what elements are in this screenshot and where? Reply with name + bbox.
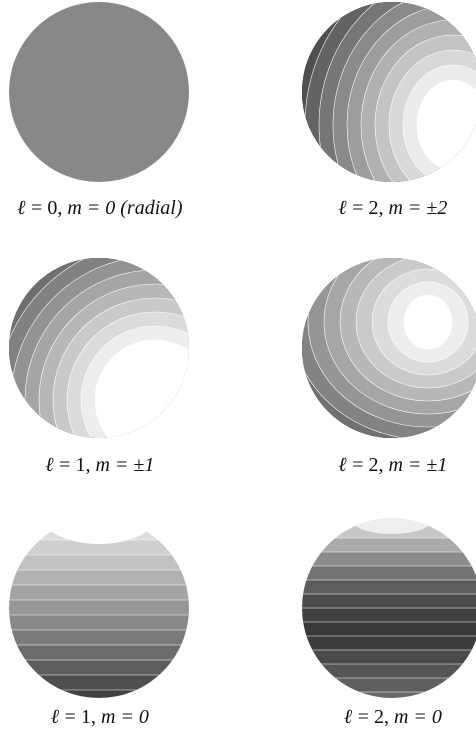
- m-part: m = ±1: [388, 454, 447, 476]
- ell-symbol: ℓ: [339, 197, 348, 219]
- ell-symbol: ℓ: [46, 454, 55, 476]
- sphere-l2-m2-svg: [293, 0, 476, 200]
- contour-band: [0, 600, 200, 616]
- contour-bands: [0, 250, 200, 450]
- contour-bands: [293, 0, 476, 200]
- ell-symbol: ℓ: [339, 454, 348, 476]
- contour-band: [0, 570, 200, 586]
- caption-l1-m0: ℓ = 1, m = 0: [0, 706, 200, 729]
- sphere-l2-m1-svg: [293, 250, 476, 450]
- sphere-l2-m2: [293, 0, 476, 200]
- contour-band: [0, 585, 200, 601]
- m-part: m = ±1: [95, 454, 154, 476]
- l-value: 2: [368, 197, 378, 219]
- sphere-l1-m1-svg: [0, 250, 200, 450]
- caption-l2-m1: ℓ = 2, m = ±1: [293, 454, 476, 477]
- caption-l2-m0: ℓ = 2, m = 0: [293, 706, 476, 729]
- contour-band: [0, 675, 200, 691]
- contour-band: [0, 690, 200, 706]
- contour-bands: [0, 510, 200, 706]
- l-value: 0: [47, 197, 57, 219]
- contour-band: [293, 538, 476, 553]
- contour-band: [293, 692, 476, 707]
- sphere-l1-m1: [0, 250, 200, 450]
- sphere-l0-m0: [0, 0, 200, 200]
- contour-band: [0, 660, 200, 676]
- contour-band: [293, 622, 476, 637]
- contour-band: [293, 580, 476, 595]
- m-part: m = 0: [394, 706, 442, 728]
- radial-sphere-disc: [9, 2, 189, 182]
- contour-band: [0, 645, 200, 661]
- m-part: m = ±2: [388, 197, 447, 219]
- caption-l0-m0: ℓ = 0, m = 0 (radial): [0, 197, 200, 220]
- contour-band: [293, 650, 476, 665]
- ell-symbol: ℓ: [51, 706, 60, 728]
- l-value: 1: [75, 454, 85, 476]
- contour-band: [0, 630, 200, 646]
- sphere-l1-m0: [0, 510, 200, 710]
- caption-l2-m2: ℓ = 2, m = ±2: [293, 197, 476, 220]
- contour-band: [293, 608, 476, 623]
- sphere-l0-m0-svg: [0, 0, 200, 200]
- contour-band: [293, 594, 476, 609]
- sphere-l2-m0: [293, 510, 476, 710]
- ell-symbol: ℓ: [344, 706, 353, 728]
- sphere-l2-m1: [293, 250, 476, 450]
- contour-band: [293, 552, 476, 567]
- sphere-l2-m0-svg: [293, 510, 476, 710]
- l-value: 2: [368, 454, 378, 476]
- l-value: 1: [81, 706, 91, 728]
- contour-band: [0, 615, 200, 631]
- contour-bands: [293, 250, 476, 450]
- ell-symbol: ℓ: [18, 197, 27, 219]
- caption-l1-m1: ℓ = 1, m = ±1: [0, 454, 200, 477]
- contour-band: [404, 295, 452, 349]
- contour-band: [293, 636, 476, 651]
- contour-band: [0, 555, 200, 571]
- contour-bands: [293, 510, 476, 707]
- m-part: m = 0 (radial): [67, 197, 182, 219]
- contour-band: [293, 678, 476, 693]
- m-part: m = 0: [101, 706, 149, 728]
- sphere-l1-m0-svg: [0, 510, 200, 710]
- contour-band: [293, 664, 476, 679]
- contour-band: [293, 566, 476, 581]
- l-value: 2: [374, 706, 384, 728]
